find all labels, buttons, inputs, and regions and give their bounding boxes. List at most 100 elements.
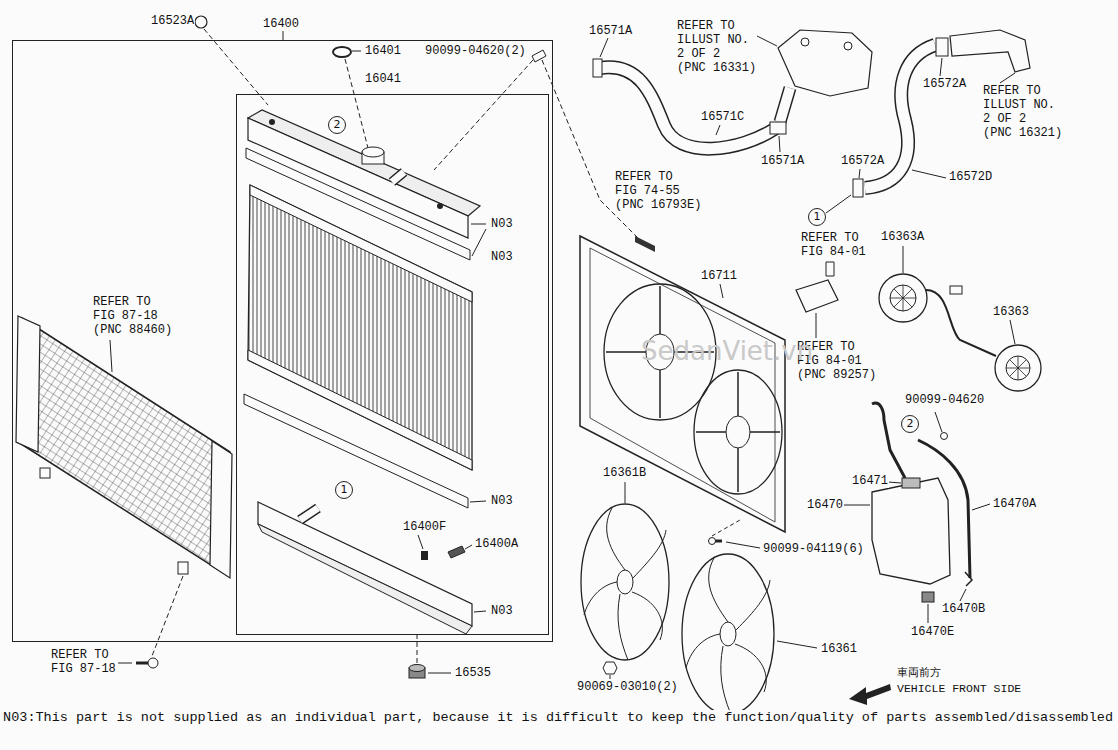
part-number: 16470	[806, 498, 844, 512]
part-number: 16571A	[588, 24, 633, 38]
motor-mount	[726, 416, 750, 448]
leader-line	[470, 501, 486, 502]
leader-line	[1000, 73, 1015, 83]
leader-line	[912, 170, 946, 178]
hose-clamp	[770, 122, 786, 134]
watermark: SedanViet.vn	[640, 336, 814, 366]
callout-number: 1	[341, 484, 348, 496]
callout-number: 1	[814, 211, 821, 223]
assembly-frame: 1604121	[236, 94, 549, 635]
filler-neck-top	[362, 147, 384, 157]
lower-tank-lip	[258, 524, 472, 634]
part-number: 16400A	[474, 537, 519, 551]
fan-hub	[720, 622, 736, 646]
housing-bolt-hole	[844, 42, 852, 50]
shroud-rim	[590, 248, 775, 522]
part-number: 16361B	[602, 466, 647, 480]
leader-line	[610, 675, 611, 679]
bolt-icon	[826, 262, 834, 276]
motor-wire	[926, 290, 996, 356]
hose-clip	[965, 572, 972, 586]
condenser-tank	[16, 316, 40, 452]
part-number: 16572A	[922, 77, 967, 91]
leader-line	[118, 663, 132, 664]
hose-clamp	[936, 38, 948, 56]
part-number: 16470B	[941, 602, 986, 616]
leader-line	[600, 38, 608, 57]
part-number: 90069-03010(2)	[576, 680, 679, 694]
callout-number: 2	[907, 418, 914, 430]
callout-circle: 1	[335, 481, 353, 499]
reservoir-tank	[872, 478, 950, 584]
fan-motor	[995, 345, 1041, 391]
leader-line	[472, 229, 486, 256]
part-number: N03	[490, 494, 514, 508]
shroud-label-plate	[635, 236, 655, 252]
shroud-stay	[696, 372, 780, 492]
motor-detail	[890, 285, 916, 311]
mount-pin	[269, 119, 275, 125]
callout-circle: 1	[808, 208, 826, 226]
leader-line	[826, 195, 851, 213]
leader-line	[283, 31, 284, 40]
reference-note: REFER TO FIG 74-55 (PNC 16793E)	[614, 170, 702, 212]
dashed-leader	[152, 576, 183, 656]
fan-shroud	[580, 236, 785, 532]
part-number: 16401	[364, 44, 402, 58]
radiator-hose	[600, 67, 776, 148]
hose-clamp	[593, 59, 602, 77]
rubber-mount	[409, 665, 425, 672]
bolt-icon	[532, 50, 546, 62]
reference-note: REFER TO FIG 87-18	[50, 648, 117, 676]
drain-cock	[448, 546, 465, 558]
housing-bolt-hole	[801, 38, 809, 46]
fan-blade	[584, 508, 666, 660]
dashed-leader	[712, 520, 740, 536]
housing-nozzle	[780, 88, 790, 122]
bolt-icon	[941, 433, 948, 440]
fan-motor-face	[1006, 356, 1030, 380]
leader-line	[726, 542, 760, 548]
fan-relay	[796, 280, 838, 312]
callout-circle: 2	[328, 116, 346, 134]
screw-head	[709, 538, 716, 545]
leader-line	[940, 58, 942, 76]
part-number: 16363A	[880, 230, 925, 244]
condenser-core	[18, 318, 230, 576]
leader-line	[779, 136, 780, 152]
leader-line	[888, 482, 901, 483]
reference-note: REFER TO ILLUST NO. 2 OF 2 (PNC 16331)	[676, 19, 757, 75]
part-number: 車両前方	[896, 666, 942, 679]
part-number: 16361	[820, 642, 858, 656]
callout-number: 2	[334, 119, 341, 131]
leader-line	[110, 340, 112, 372]
reservoir-cap	[902, 478, 920, 488]
leader-line	[777, 641, 817, 648]
fan-blade	[686, 558, 770, 712]
assembly-frame: 164001604121	[12, 40, 553, 642]
gasket	[244, 394, 468, 508]
part-number: 16711	[700, 269, 738, 283]
assembly-number: 16400	[261, 17, 301, 31]
wire-connector	[950, 286, 962, 294]
leader-line	[418, 535, 423, 549]
fan-blade-disc	[682, 554, 774, 714]
fan-hub	[617, 570, 633, 594]
drain-plug	[922, 592, 934, 602]
part-number: 16535	[454, 666, 492, 680]
core-plate	[250, 185, 472, 302]
part-number: 90099-04620	[904, 393, 985, 407]
part-number: 16470E	[910, 625, 955, 639]
fan-opening	[694, 370, 782, 494]
nut-icon	[603, 662, 617, 674]
hose-clamp	[853, 179, 863, 197]
assembly-number: 16041	[363, 72, 403, 86]
leader-line	[352, 51, 361, 52]
part-number: 16523A	[150, 14, 195, 28]
dashed-leader	[434, 60, 533, 170]
part-number: N03	[490, 217, 514, 231]
radiator-hose	[600, 67, 776, 148]
front-arrow	[849, 684, 891, 705]
